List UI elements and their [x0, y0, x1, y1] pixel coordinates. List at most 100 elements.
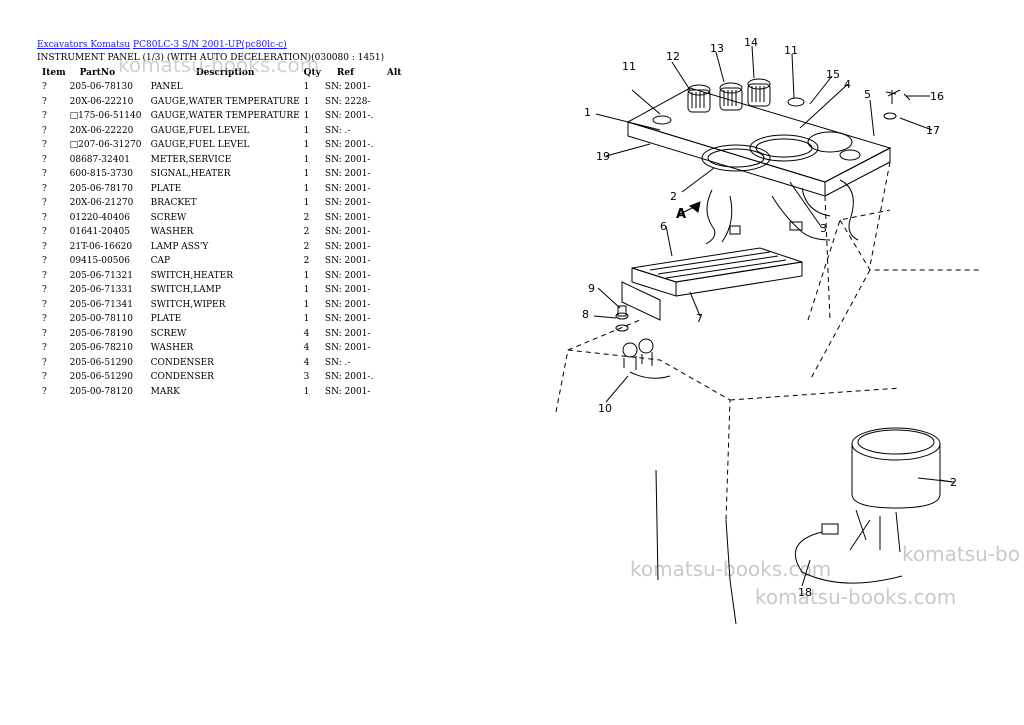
- row-description: SWITCH,HEATER: [150, 270, 233, 281]
- row-description: SCREW: [150, 212, 187, 223]
- row-ref: SN: 2001-: [324, 328, 371, 339]
- row-alt: [385, 80, 405, 95]
- row-partno: 205-06-51290: [69, 372, 133, 382]
- row-ref: SN: 2001-: [324, 285, 371, 295]
- row-alt: [385, 341, 405, 356]
- row-description: BRACKET: [150, 198, 197, 208]
- row-partno: 205-06-78170: [69, 183, 133, 194]
- callout-14: 14: [744, 36, 758, 49]
- row-ref: SN: 2001-.: [324, 111, 374, 121]
- row-description: GAUGE,FUEL LEVEL: [150, 125, 250, 136]
- breadcrumb-link-model[interactable]: PC80LC-3 S/N 2001-UP(pc80lc-c): [133, 40, 287, 50]
- row-ref: SN: 2001-: [324, 299, 371, 310]
- row-partno: □175-06-51140: [69, 111, 142, 121]
- row-item: ?: [42, 299, 47, 310]
- row-ref: SN: 2001-: [324, 82, 371, 92]
- row-item: ?: [42, 256, 47, 266]
- view-label-a: A: [676, 207, 686, 222]
- row-description: PANEL: [150, 82, 183, 92]
- header-item: Item: [42, 68, 66, 78]
- bracket: [621, 247, 803, 321]
- watermark: komatsu-books.com: [630, 557, 832, 581]
- row-alt: [385, 109, 405, 124]
- row-partno: 600-815-3730: [69, 169, 133, 179]
- gauge-detail: [794, 427, 955, 584]
- row-description: SWITCH,LAMP: [150, 285, 221, 295]
- row-qty: 1: [303, 82, 310, 92]
- row-qty: 1: [303, 314, 310, 324]
- callout-11-left: 11: [622, 60, 636, 73]
- row-alt: [385, 356, 405, 371]
- row-partno: 01220-40406: [69, 212, 130, 223]
- callout-4: 4: [844, 78, 851, 91]
- switch-knobs: [687, 78, 771, 113]
- row-ref: SN: 2001-: [324, 154, 371, 165]
- row-alt: [385, 124, 405, 139]
- row-partno: 205-06-78210: [69, 343, 133, 353]
- row-ref: SN: 2001-: [324, 169, 371, 179]
- callout-17: 17: [926, 124, 940, 137]
- lead-lines: [655, 469, 737, 625]
- row-ref: SN: .-: [324, 125, 351, 136]
- lamps: [622, 338, 671, 379]
- breadcrumb-link-excavators[interactable]: Excavators Komatsu: [37, 40, 131, 50]
- callout-9: 9: [588, 282, 595, 295]
- row-description: GAUGE,FUEL LEVEL: [150, 140, 250, 150]
- row-alt: [385, 312, 405, 327]
- row-item: ?: [42, 154, 47, 165]
- wiring: [705, 179, 859, 245]
- row-item: ?: [42, 82, 47, 92]
- row-description: MARK: [150, 386, 180, 397]
- row-item: ?: [42, 96, 47, 107]
- gauges: [701, 131, 853, 172]
- row-partno: 205-00-78110: [69, 314, 133, 324]
- row-qty: 3: [303, 372, 310, 382]
- parts-table-header: Item PartNo Description Qty Ref Alt: [37, 66, 405, 80]
- row-description: SCREW: [150, 328, 187, 339]
- callout-16: 16: [930, 90, 944, 103]
- row-partno: 01641-20405: [69, 227, 130, 237]
- row-ref: SN: 2001-: [324, 386, 371, 397]
- screws: [615, 305, 629, 332]
- row-description: WASHER: [150, 343, 194, 353]
- row-ref: SN: 2001-.: [324, 140, 374, 150]
- row-ref: SN: 2001-: [324, 241, 371, 252]
- row-description: CONDENSER: [150, 357, 214, 368]
- row-alt: [385, 269, 405, 284]
- row-qty: 1: [303, 198, 310, 208]
- row-partno: 205-06-71331: [69, 285, 133, 295]
- row-item: ?: [42, 372, 47, 382]
- callout-2: 2: [670, 190, 677, 203]
- view-arrow-a: [679, 201, 701, 215]
- panel-body: [626, 87, 892, 197]
- row-partno: 09415-00506: [69, 256, 130, 266]
- row-alt: [385, 327, 405, 342]
- row-partno: 20X-06-21270: [69, 198, 134, 208]
- row-item: ?: [42, 111, 47, 121]
- row-description: PLATE: [150, 314, 182, 324]
- row-item: ?: [42, 386, 47, 397]
- row-qty: 1: [303, 96, 310, 107]
- watermark: komatsu-books.com: [118, 53, 320, 77]
- row-partno: 205-06-71341: [69, 299, 133, 310]
- row-partno: 205-06-51290: [69, 357, 133, 368]
- row-alt: [385, 211, 405, 226]
- row-item: ?: [42, 227, 47, 237]
- row-ref: SN: 2001-: [324, 198, 371, 208]
- watermark: komatsu-books.com: [755, 585, 957, 609]
- row-alt: [385, 298, 405, 313]
- row-ref: SN: 2001-: [324, 212, 371, 223]
- callout-leaders: [593, 45, 953, 587]
- row-partno: 205-06-78190: [69, 328, 133, 339]
- row-item: ?: [42, 125, 47, 136]
- row-item: ?: [42, 212, 47, 223]
- row-alt: [385, 196, 405, 211]
- row-ref: SN: 2001-: [324, 227, 371, 237]
- row-alt: [385, 283, 405, 298]
